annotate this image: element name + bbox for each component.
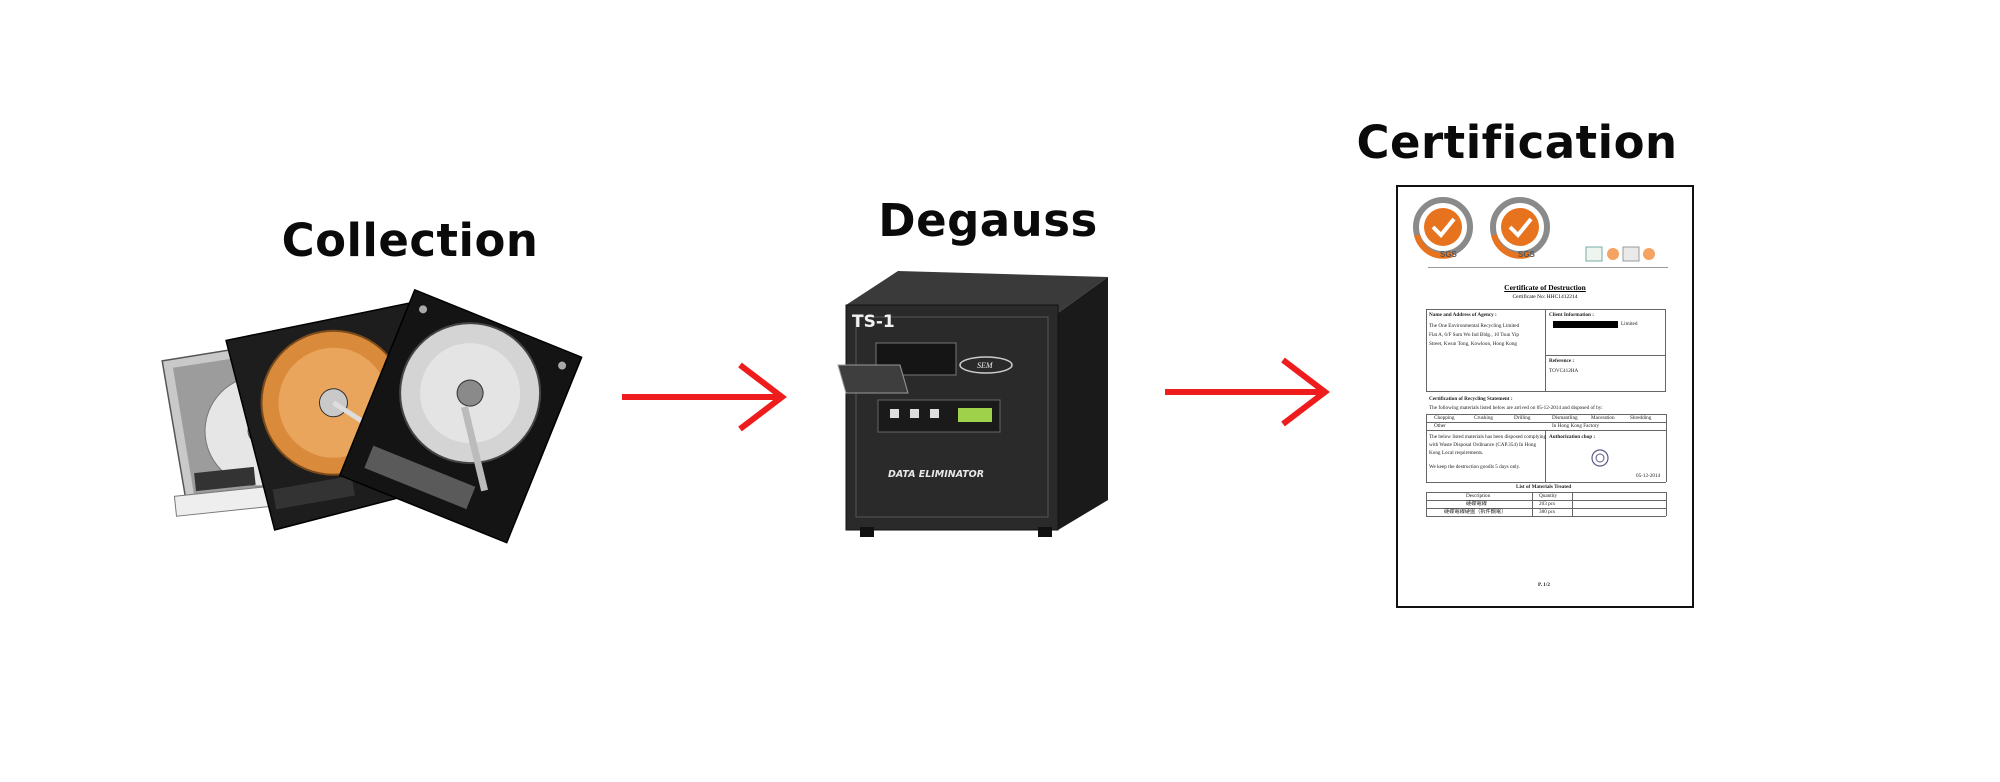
certificate-number: Certificate No: HHC1412214 — [1512, 294, 1578, 300]
sgs-badge-label: SGS — [1518, 250, 1535, 259]
certificate-document: SGS SGS Certificate of Destruction Certi… — [1396, 185, 1694, 608]
partner-logos-icon — [1585, 246, 1655, 262]
stage-title-collection: Collection — [281, 214, 539, 267]
statement-line: The following materials listed below are… — [1429, 405, 1603, 411]
materials-qty: 380 pcs — [1539, 509, 1555, 515]
degausser-product-label: DATA ELIMINATOR — [888, 469, 984, 480]
authorization-stamp-icon — [1591, 449, 1609, 467]
client-suffix: Limited — [1621, 321, 1638, 327]
agency-line: Flat A, 6/F Sum Wo Ind Bldg., 10 Tsun Yi… — [1429, 332, 1519, 338]
method-cell: Chopping — [1434, 415, 1455, 421]
certificate-title: Certificate of Destruction — [1504, 283, 1586, 292]
compliance-line: The below listed materials has been disp… — [1429, 434, 1547, 440]
page-number: P. 1/2 — [1538, 582, 1550, 588]
keep-line: We keep the destruction goodls 5 days on… — [1429, 464, 1521, 470]
agency-line: Street, Kwun Tong, Kowloon, Hong Kong — [1429, 341, 1518, 347]
sgs-badge-icon — [1490, 197, 1550, 259]
materials-header: Quantity — [1539, 493, 1558, 499]
method-cell: Drilling — [1514, 415, 1531, 421]
other-value: In Hong Kong Factory — [1552, 423, 1600, 429]
materials-desc: 硬碟電線硬盤（拆件鋼電） — [1444, 509, 1507, 515]
method-cell: Dismantling — [1552, 415, 1578, 421]
reference-label: Reference : — [1549, 358, 1575, 364]
method-cell: Maceration — [1591, 415, 1615, 421]
arrow-degauss-to-certification — [1165, 357, 1330, 427]
stage-title-degauss: Degauss — [878, 194, 1098, 247]
sgs-badge-label: SGS — [1440, 250, 1457, 259]
statement-label: Certification of Recycling Statement : — [1429, 396, 1513, 402]
method-cell: Crushing — [1474, 415, 1494, 421]
hard-drives-image — [161, 288, 583, 544]
materials-label: List of Materials Treated — [1516, 484, 1572, 490]
stage-title-certification: Certification — [1356, 116, 1678, 169]
auth-label: Authorization chop : — [1549, 434, 1596, 440]
compliance-line: with Waste Disposal Ordinance (CAP.354) … — [1429, 442, 1537, 448]
hard-drive-front — [338, 288, 583, 544]
agency-line: The One Environmental Recycling Limited — [1429, 323, 1520, 329]
degausser-machine-image: TS-1 SEM DATA ELIMINATOR — [837, 271, 1108, 537]
client-redaction — [1553, 321, 1618, 328]
materials-qty: 203 pcs — [1539, 501, 1555, 507]
reference-value: TOVC412HA — [1549, 368, 1579, 374]
sgs-badge-icon — [1413, 197, 1473, 259]
method-cell: Shredding — [1630, 415, 1652, 421]
compliance-line: Kong Local requirements. — [1429, 450, 1484, 456]
materials-desc: 硬碟電線 — [1466, 501, 1487, 507]
degausser-brand-label: SEM — [977, 361, 994, 370]
client-label: Client Information : — [1549, 312, 1594, 318]
agency-label: Name and Address of Agency : — [1429, 312, 1497, 318]
auth-date: 05-12-2014 — [1636, 473, 1661, 479]
other-label: Other — [1434, 423, 1446, 429]
degausser-model-label: TS-1 — [852, 312, 895, 332]
materials-header: Description — [1466, 493, 1491, 499]
arrow-collection-to-degauss — [622, 362, 787, 432]
